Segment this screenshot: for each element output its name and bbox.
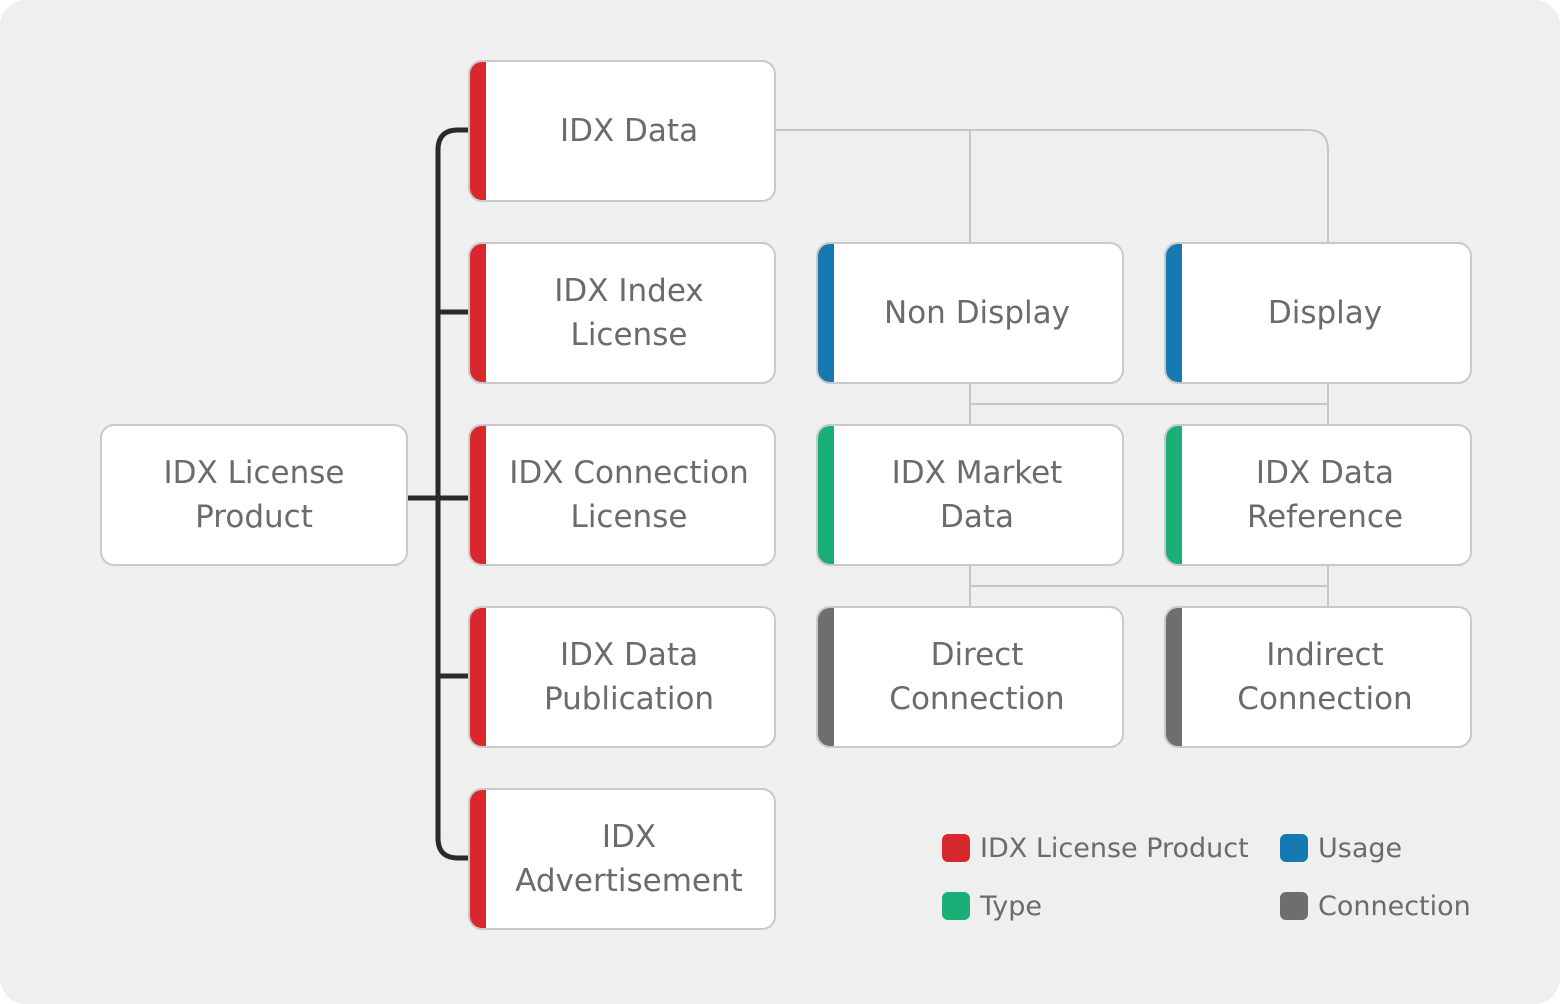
node-label: Display <box>1267 295 1383 331</box>
legend-label: Usage <box>1318 832 1403 864</box>
node-connection-indirect: Indirect Connection <box>1164 606 1472 748</box>
legend-swatch-gray <box>1280 892 1308 920</box>
node-label: IDX Advertisement <box>515 819 743 899</box>
node-product-idx-data-publication: IDX Data Publication <box>468 606 776 748</box>
node-label: IDX License Product <box>163 455 345 535</box>
legend-label: Type <box>980 890 1043 922</box>
node-label: Non Display <box>884 295 1070 331</box>
node-label: IDX Index License <box>554 273 704 353</box>
legend-label: Connection <box>1318 890 1471 922</box>
node-label: IDX Data Reference <box>1246 455 1404 535</box>
legend-item-type: Type <box>942 890 1043 922</box>
node-label: Indirect Connection <box>1237 637 1413 717</box>
node-type-idx-data-reference: IDX Data Reference <box>1164 424 1472 566</box>
node-product-idx-index-license: IDX Index License <box>468 242 776 384</box>
node-product-idx-connection-license: IDX Connection License <box>468 424 776 566</box>
legend-item-license-product: IDX License Product <box>942 832 1249 864</box>
legend-swatch-red <box>942 834 970 862</box>
node-product-idx-data: IDX Data <box>468 60 776 202</box>
node-type-idx-market-data: IDX Market Data <box>816 424 1124 566</box>
node-connection-direct: Direct Connection <box>816 606 1124 748</box>
node-label: IDX Data <box>559 113 699 149</box>
legend-item-usage: Usage <box>1280 832 1403 864</box>
node-usage-non-display: Non Display <box>816 242 1124 384</box>
connector-usage <box>776 129 1329 242</box>
node-label: IDX Connection License <box>509 455 749 535</box>
connector-trunk <box>435 127 473 861</box>
node-label: IDX Market Data <box>891 455 1063 535</box>
legend-item-connection: Connection <box>1280 890 1471 922</box>
node-label: IDX Data Publication <box>543 637 715 717</box>
node-root-license-product: IDX License Product <box>100 424 408 566</box>
node-product-idx-advertisement: IDX Advertisement <box>468 788 776 930</box>
legend-label: IDX License Product <box>980 832 1249 864</box>
node-usage-display: Display <box>1164 242 1472 384</box>
legend-swatch-green <box>942 892 970 920</box>
legend-swatch-blue <box>1280 834 1308 862</box>
node-label: Direct Connection <box>889 637 1065 717</box>
